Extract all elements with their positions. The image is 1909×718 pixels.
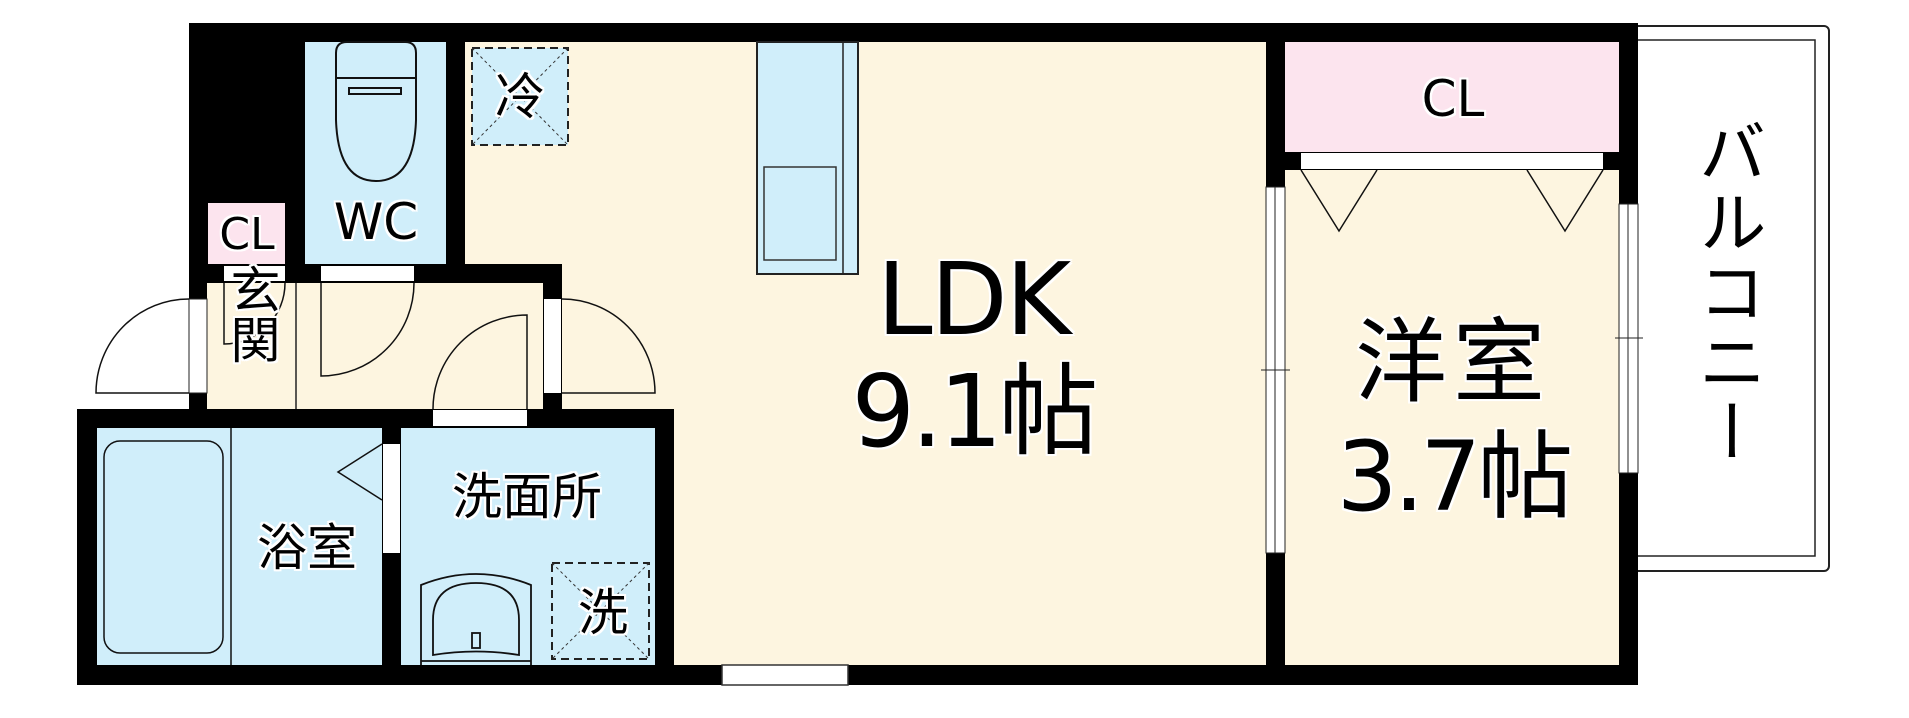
western-room-window-right[interactable] bbox=[1615, 203, 1643, 474]
balcony-label: バルコニー bbox=[1686, 117, 1765, 467]
washer-space bbox=[551, 562, 650, 660]
washroom-floor bbox=[401, 428, 655, 665]
western-room-floor bbox=[1285, 170, 1619, 665]
bathroom-label: 浴室 bbox=[257, 519, 357, 577]
washbasin-icon bbox=[420, 573, 532, 665]
ldk-size-label: 9.1帖 bbox=[851, 353, 1098, 470]
entry-door[interactable] bbox=[95, 298, 208, 394]
bathtub-icon bbox=[103, 428, 232, 665]
entrance-floor bbox=[207, 283, 543, 409]
entrance-label: 玄関 bbox=[222, 264, 281, 364]
toilet-label: WC bbox=[333, 193, 419, 251]
toilet-icon bbox=[335, 41, 417, 183]
entrance-label-1: 玄関 bbox=[222, 264, 281, 372]
ldk-label: LDK bbox=[876, 241, 1071, 358]
washer-label: 洗 bbox=[578, 584, 628, 642]
western-closet-door[interactable] bbox=[1300, 153, 1604, 233]
ldk-floor-lower bbox=[674, 283, 1266, 665]
washroom-door[interactable] bbox=[432, 314, 528, 426]
entry-closet-label: CL bbox=[219, 209, 275, 260]
balcony bbox=[1629, 25, 1830, 572]
fridge-label: 冷 bbox=[495, 68, 545, 126]
bathroom-door[interactable] bbox=[336, 443, 400, 553]
kitchen-counter bbox=[756, 41, 859, 275]
ldk-window[interactable] bbox=[721, 664, 849, 686]
western-closet-floor bbox=[1285, 42, 1619, 152]
western-room-window-left[interactable] bbox=[1261, 186, 1290, 554]
entry-closet-floor bbox=[208, 203, 285, 264]
western-room-label: 洋室 bbox=[1354, 309, 1552, 416]
washroom-label: 洗面所 bbox=[452, 468, 602, 526]
western-closet-label: CL bbox=[1421, 70, 1485, 128]
toilet-door[interactable] bbox=[320, 266, 415, 377]
sink-icon bbox=[763, 166, 837, 261]
fridge-space bbox=[471, 47, 569, 146]
western-room-size-label: 3.7帖 bbox=[1336, 421, 1574, 533]
ldk-door[interactable] bbox=[544, 298, 656, 394]
entry-closet-door[interactable] bbox=[223, 266, 286, 345]
